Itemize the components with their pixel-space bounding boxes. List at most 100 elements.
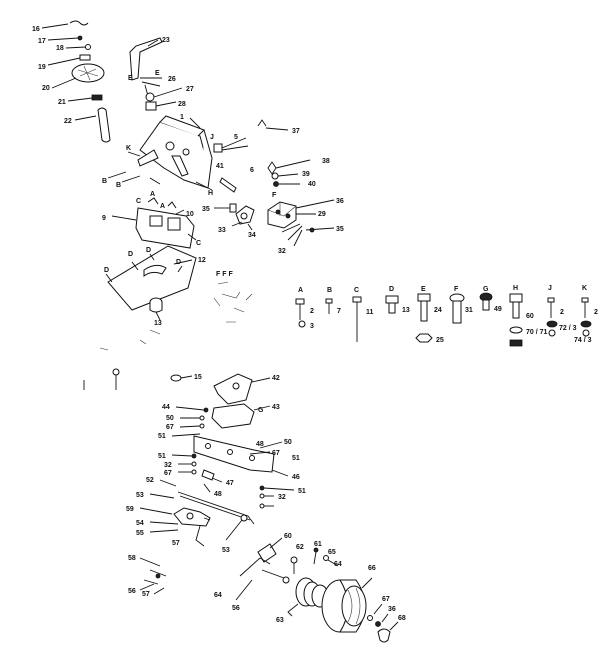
letter-D-2: D: [146, 247, 151, 254]
hw-A-bolt: [295, 298, 306, 328]
callout-5: 5: [234, 134, 238, 141]
lower-assembly: [139, 373, 399, 643]
part-6-marks: [83, 368, 120, 390]
callout-51-left-top: 51: [158, 433, 166, 440]
callout-32-upper: 32: [278, 248, 286, 255]
part-40: [273, 181, 300, 187]
hardware-table: [295, 292, 592, 347]
part-38: [267, 159, 311, 175]
callout-18: 18: [56, 45, 64, 52]
part-13-spacer: [149, 297, 163, 321]
callout-57-bottom: 57: [142, 591, 150, 598]
callout-36-wheel: 36: [388, 606, 396, 613]
callout-50-right: 50: [284, 439, 292, 446]
hw-E-screw: [415, 293, 433, 343]
callout-15: 15: [194, 374, 202, 381]
parts-61-65-64: [313, 547, 339, 567]
part-23-lever: [129, 37, 163, 81]
letter-D-3: D: [104, 267, 109, 274]
letter-FFF: F F F: [216, 271, 233, 278]
callout-12: 12: [198, 257, 206, 264]
callout-20: 20: [42, 85, 50, 92]
parts-47-48-center: [201, 469, 223, 493]
letter-B-2: B: [116, 182, 121, 189]
callout-37: 37: [292, 128, 300, 135]
letter-D-1: D: [128, 251, 133, 258]
callout-50-left: 50: [166, 415, 174, 422]
hw-F-num: 31: [465, 307, 473, 314]
letter-G: G: [258, 407, 264, 414]
callout-17: 17: [38, 38, 46, 45]
part-17: [47, 35, 83, 41]
part-22-handle: [74, 107, 111, 143]
hw-D-letter: D: [389, 286, 394, 293]
callout-55: 55: [136, 530, 144, 537]
part-66-wheel: [321, 577, 373, 633]
letter-C-2: C: [196, 240, 201, 247]
letter-A-2: A: [160, 203, 165, 210]
callout-44: 44: [162, 404, 170, 411]
hw-B-letter: B: [327, 287, 332, 294]
part-27: [145, 87, 183, 102]
callout-23: 23: [162, 37, 170, 44]
callout-labels: 16 17 18 19 20 21 22 23 26 27 28 1 5 37 …: [32, 26, 406, 624]
hw-E-sub: 25: [436, 337, 444, 344]
parts-67-36-68-cap: [367, 603, 399, 643]
callout-16: 16: [32, 26, 40, 33]
callout-46: 46: [292, 474, 300, 481]
hw-E-letter: E: [421, 286, 426, 293]
upper-assembly: [41, 20, 335, 390]
part-9-10-bracket: [111, 197, 197, 249]
letter-C-1: C: [136, 198, 141, 205]
callout-64-left: 64: [214, 592, 222, 599]
callout-66: 66: [368, 565, 376, 572]
part-5: [213, 137, 249, 153]
callout-51-right-bottom: 51: [298, 488, 306, 495]
part-29-block: [267, 199, 335, 229]
callout-59: 59: [126, 506, 134, 513]
hw-J-sub: 72 / 3: [559, 325, 577, 332]
hw-A-num: 2: [310, 308, 314, 315]
callout-47: 47: [226, 480, 234, 487]
letter-B-1: B: [102, 178, 107, 185]
hw-G-screw: [479, 292, 493, 311]
part-32-springs: [281, 223, 303, 247]
letter-E-1: E: [128, 75, 133, 82]
part-53-lower: [225, 514, 248, 541]
callout-58: 58: [128, 555, 136, 562]
callout-27: 27: [186, 86, 194, 93]
callout-35-left: 35: [202, 206, 210, 213]
part-28: [145, 101, 177, 111]
callout-48-top: 48: [256, 441, 264, 448]
hw-J-letter: J: [548, 285, 552, 292]
callout-6: 6: [250, 167, 254, 174]
hw-G-num: 49: [494, 306, 502, 313]
part-H: [195, 181, 213, 191]
callout-64-right: 64: [334, 561, 342, 568]
callout-28: 28: [178, 101, 186, 108]
letter-labels: E E K J B B H F A A C C D D D D F F F G: [102, 70, 277, 414]
letter-E-2: E: [155, 70, 160, 77]
hw-A-letter: A: [298, 287, 303, 294]
callout-56-bottom: 56: [232, 605, 240, 612]
part-33-34: [231, 205, 255, 231]
hw-D-screw: [385, 295, 399, 314]
part-20-knob: [51, 63, 105, 89]
callout-13: 13: [154, 320, 162, 327]
callout-67-mid: 67: [164, 470, 172, 477]
hw-D-num: 13: [402, 307, 410, 314]
callout-38: 38: [322, 158, 330, 165]
callout-53-bottom: 53: [222, 547, 230, 554]
callout-53-top: 53: [136, 492, 144, 499]
hw-E-num: 24: [434, 307, 442, 314]
callout-52: 52: [146, 477, 154, 484]
callout-22: 22: [64, 118, 72, 125]
callout-40: 40: [308, 181, 316, 188]
callout-67-left: 67: [166, 424, 174, 431]
callout-68: 68: [398, 615, 406, 622]
hw-F-screw: [449, 293, 465, 324]
parts-58-56-57: [139, 557, 167, 595]
part-39: [271, 172, 299, 180]
callout-57-top: 57: [172, 540, 180, 547]
callout-1: 1: [180, 114, 184, 121]
